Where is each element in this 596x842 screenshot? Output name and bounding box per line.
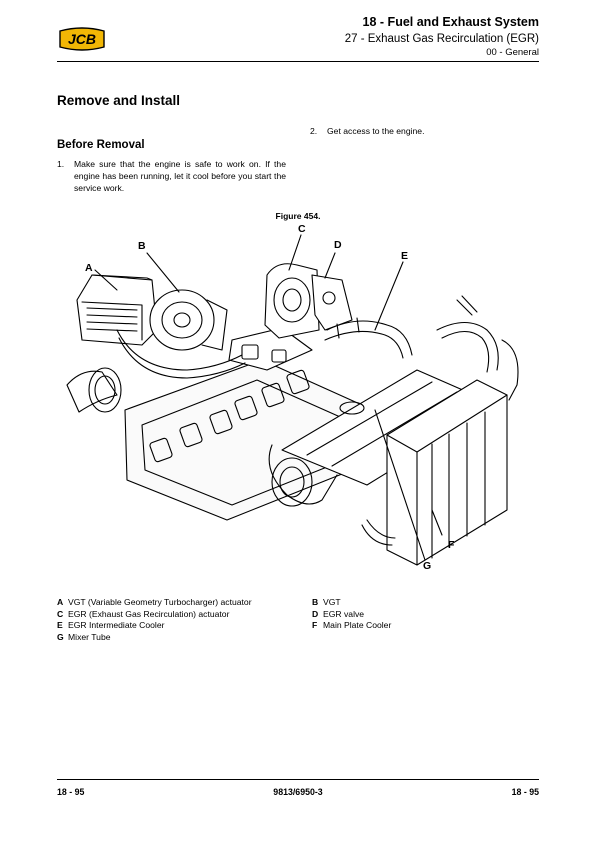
page-title: Remove and Install <box>57 93 181 108</box>
legend-left: A VGT (Variable Geometry Turbocharger) ac… <box>57 597 252 643</box>
legend-label: VGT (Variable Geometry Turbocharger) act… <box>68 597 252 607</box>
legend-item-a: A VGT (Variable Geometry Turbocharger) ac… <box>57 597 252 609</box>
footer-divider <box>57 779 539 780</box>
legend-item-e: E EGR Intermediate Cooler <box>57 620 252 632</box>
step-number: 2. <box>310 126 318 136</box>
legend-key: B <box>312 597 319 607</box>
legend-key: A <box>57 597 64 607</box>
legend-label: EGR valve <box>323 608 365 619</box>
callout-f: F <box>448 539 455 551</box>
legend-right: B VGT D EGR valve F Main Plate Cooler <box>312 597 391 632</box>
callout-b: B <box>138 240 146 252</box>
chapter-title: 18 - Fuel and Exhaust System <box>362 15 539 29</box>
callout-e: E <box>401 250 409 262</box>
section-heading: Before Removal <box>57 139 145 151</box>
step-number: 1. <box>57 159 65 169</box>
section-title: 27 - Exhaust Gas Recirculation (EGR) <box>344 33 539 45</box>
legend-key: G <box>57 631 64 642</box>
legend-item-b: B VGT <box>312 597 391 609</box>
step-text: Get access to the engine. <box>327 126 425 136</box>
legend-key: D <box>312 608 319 619</box>
legend-label: EGR (Exhaust Gas Recirculation) actuator <box>68 608 230 619</box>
callout-d: D <box>334 239 342 251</box>
callout-c: C <box>298 223 306 235</box>
header-divider <box>57 61 539 62</box>
legend-item-f: F Main Plate Cooler <box>312 620 391 632</box>
footer-page-left: 18 - 95 <box>57 787 85 797</box>
step-1: 1. Make sure that the engine is safe to … <box>57 158 286 194</box>
legend-label: VGT <box>323 597 341 607</box>
legend-item-c: C EGR (Exhaust Gas Recirculation) actuato… <box>57 609 252 621</box>
jcb-logo-text: JCB <box>68 31 96 47</box>
legend-label: Main Plate Cooler <box>323 620 392 630</box>
egr-system-illustration: A B C D E F G <box>57 220 537 580</box>
subsection-title: 00 - General <box>486 47 539 58</box>
legend-key: E <box>57 620 63 630</box>
legend-label: Mixer Tube <box>68 631 111 642</box>
legend-item-d: D EGR valve <box>312 609 391 621</box>
legend-key: F <box>312 620 318 630</box>
footer-page-right: 18 - 95 <box>511 787 539 797</box>
jcb-logo: JCB <box>57 26 107 52</box>
callout-g: G <box>423 560 432 572</box>
footer-doc-number: 9813/6950-3 <box>273 787 323 797</box>
legend-key: C <box>57 608 64 619</box>
callout-a: A <box>85 262 93 274</box>
legend-label: EGR Intermediate Cooler <box>68 620 165 630</box>
step-text: Make sure that the engine is safe to wor… <box>74 159 286 193</box>
figure-caption: Figure 454. <box>275 211 321 221</box>
legend-item-g: G Mixer Tube <box>57 632 252 644</box>
step-2: 2. Get access to the engine. <box>310 125 539 137</box>
